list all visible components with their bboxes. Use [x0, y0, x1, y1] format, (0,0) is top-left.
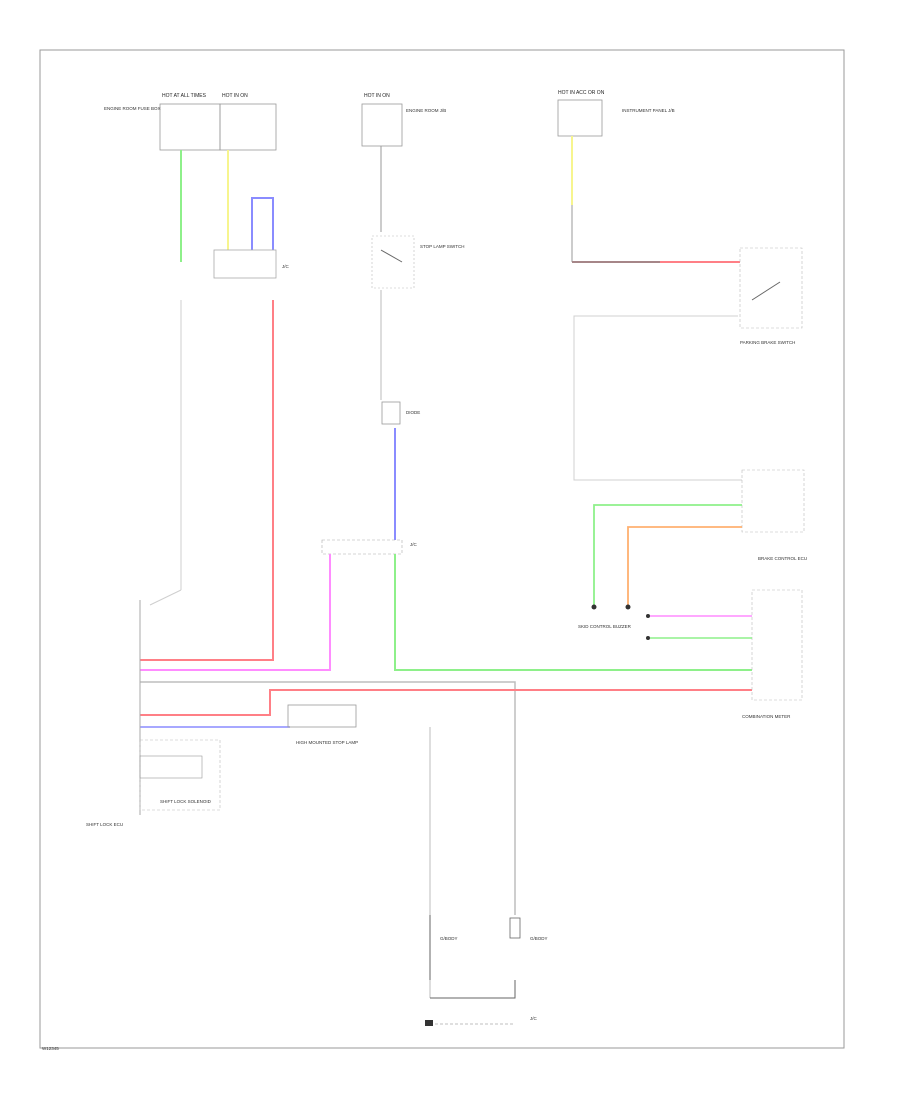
- stop-lamp-switch: STOP LAMP SWITCH: [371, 235, 465, 289]
- wire-magenta: [140, 554, 331, 671]
- center-module: HIGH MOUNTED STOP LAMP: [287, 704, 358, 745]
- parking-brake-switch: PARKING BRAKE SWITCH: [739, 247, 803, 345]
- fuse-block-left: HOT AT ALL TIMES HOT IN ON ENGINE ROOM F…: [104, 93, 277, 151]
- wire-orange-ecu: [627, 526, 742, 606]
- shift-lock-ecu: SHIFT LOCK SOLENOID SHIFT LOCK ECU: [86, 600, 221, 827]
- brake-control-ecu: BRAKE CONTROL ECU: [741, 469, 807, 561]
- fuse-d-title: HOT IN ACC OR ON: [558, 90, 605, 96]
- stop-switch-label: STOP LAMP SWITCH: [420, 244, 465, 249]
- fuse-block-right: HOT IN ACC OR ON INSTRUMENT PANEL J/B: [557, 90, 675, 137]
- fuse-b-title: HOT IN ON: [222, 93, 248, 99]
- wire-pink-main: [140, 300, 274, 661]
- fuse-c-desc: ENGINE ROOM J/B: [406, 108, 446, 113]
- wire-green-center: [394, 554, 752, 671]
- shift-lock-solenoid-label: SHIFT LOCK SOLENOID: [160, 799, 212, 804]
- fuse-a-desc: ENGINE ROOM FUSE BOX: [104, 106, 161, 111]
- wire-pink-right: [140, 689, 752, 716]
- ground-left-label: G/BODY: [440, 936, 458, 941]
- diode-box: [381, 401, 401, 425]
- fuse-a-title: HOT AT ALL TIMES: [162, 93, 207, 99]
- center-module-label: HIGH MOUNTED STOP LAMP: [296, 740, 358, 745]
- diode-label: DIODE: [406, 410, 420, 415]
- fuse-c-title: HOT IN ON: [364, 93, 390, 99]
- wire-gray-horizontal: [140, 681, 516, 915]
- relay-left-label: J/C: [282, 264, 290, 269]
- junction-bottom-label: J/C: [530, 1016, 538, 1021]
- combination-meter-label: COMBINATION METER: [742, 714, 791, 719]
- wire-green-ecu: [593, 504, 742, 606]
- brake-ecu-label: BRAKE CONTROL ECU: [758, 556, 807, 561]
- parking-switch-label: PARKING BRAKE SWITCH: [740, 340, 795, 345]
- combination-meter-box: [751, 589, 803, 701]
- shift-lock-label: SHIFT LOCK ECU: [86, 822, 123, 827]
- stop-lamp-right: G/BODY: [509, 917, 548, 941]
- wire-bottom-junction: [430, 980, 516, 999]
- diagram-frame: [39, 49, 845, 1049]
- wire-gray-right: [573, 315, 742, 481]
- ground-right-label: G/BODY: [530, 936, 548, 941]
- skid-sensor-label: SKID CONTROL BUZZER: [578, 624, 632, 629]
- relay-left: [213, 249, 277, 279]
- jc-middle-label: J/C: [410, 542, 418, 547]
- wire-blue-loop: [251, 197, 274, 250]
- page-code: W12345: [42, 1046, 59, 1051]
- jc-middle-box: [321, 539, 403, 555]
- stop-lamp-left: G/BODY: [429, 915, 458, 980]
- fuse-d-desc: INSTRUMENT PANEL J/B: [622, 108, 675, 113]
- fuse-block-center: HOT IN ON ENGINE ROOM J/B: [361, 93, 446, 147]
